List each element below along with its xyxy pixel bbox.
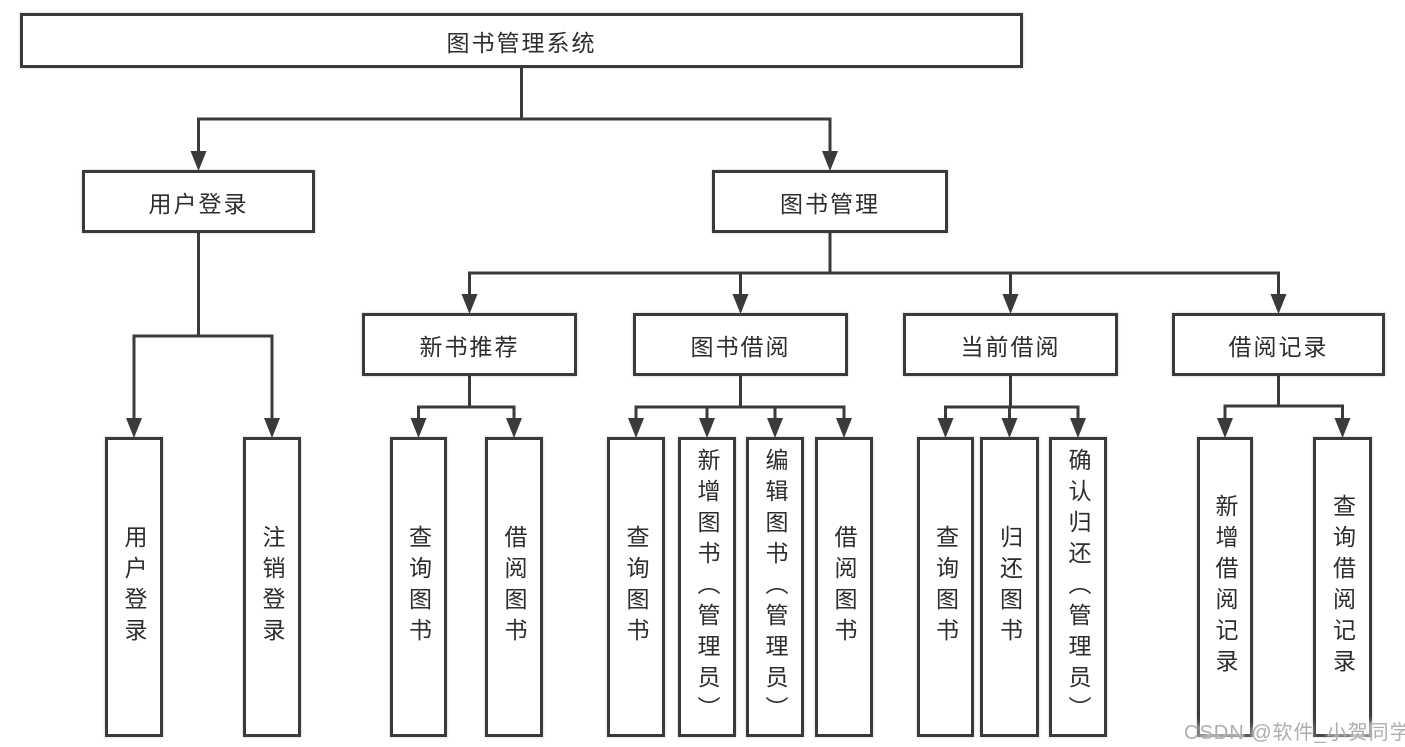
node-leaf-query-book-1: 查询图书 [390,437,447,737]
node-leaf-confirm-return: 确认归还（管理员） [1049,437,1107,737]
node-label-leaf-logout: 注销登录 [259,525,285,649]
node-label-leaf-query-book-2: 查询图书 [623,525,649,649]
arrowhead-icon [506,418,522,438]
arrowhead-icon [1270,294,1287,314]
arrowhead-icon [937,418,954,438]
node-label-leaf-edit-book: 编辑图书（管理员） [762,447,788,727]
node-label-leaf-query-borrow-record: 查询借阅记录 [1329,494,1356,680]
node-leaf-borrow-book-1: 借阅图书 [485,437,543,737]
node-leaf-add-borrow-record: 新增借阅记录 [1197,437,1253,737]
arrowhead-icon [410,418,427,438]
node-leaf-query-borrow-record: 查询借阅记录 [1313,437,1372,737]
node-current-borrow: 当前借阅 [903,313,1118,376]
arrowhead-icon [126,418,142,438]
node-leaf-edit-book: 编辑图书（管理员） [746,437,804,737]
arrowhead-icon [628,418,644,438]
arrowhead-icon [461,294,478,314]
node-label-borrow-record: 借阅记录 [1228,333,1329,360]
node-book-mgmt: 图书管理 [712,170,948,233]
arrowhead-icon [822,151,838,171]
node-new-book-rec: 新书推荐 [362,313,577,376]
node-label-root: 图书管理系统 [446,29,597,56]
node-label-user-login: 用户登录 [148,190,249,217]
node-book-borrow: 图书借阅 [633,313,848,376]
node-leaf-add-book: 新增图书（管理员） [678,437,736,737]
node-leaf-query-book-3: 查询图书 [917,437,974,737]
arrowhead-icon [1217,418,1233,438]
arrowhead-icon [190,151,207,171]
node-label-new-book-rec: 新书推荐 [419,333,520,360]
node-root: 图书管理系统 [20,13,1023,68]
node-label-book-mgmt: 图书管理 [780,190,880,217]
watermark-text: CSDN @软件_小贺同学 [1184,722,1405,744]
node-label-leaf-add-book: 新增图书（管理员） [694,447,720,727]
node-leaf-query-book-2: 查询图书 [607,437,665,737]
node-label-leaf-query-book-1: 查询图书 [405,525,432,649]
arrowhead-icon [699,418,715,438]
node-leaf-user-login: 用户登录 [105,437,163,737]
node-label-leaf-borrow-book-1: 借阅图书 [501,525,527,649]
node-label-leaf-borrow-book-2: 借阅图书 [831,525,857,649]
node-label-leaf-return-book: 归还图书 [996,525,1023,649]
arrowhead-icon [836,418,852,438]
node-label-leaf-user-login: 用户登录 [121,525,147,649]
arrowhead-icon [1002,294,1019,314]
node-label-book-borrow: 图书借阅 [690,333,791,360]
arrowhead-icon [1334,418,1351,438]
node-leaf-borrow-book-2: 借阅图书 [815,437,873,737]
node-label-leaf-add-borrow-record: 新增借阅记录 [1212,494,1238,680]
arrowhead-icon [767,418,783,438]
node-user-login: 用户登录 [82,170,315,233]
node-label-current-borrow: 当前借阅 [960,333,1061,360]
node-label-leaf-confirm-return: 确认归还（管理员） [1065,447,1091,727]
node-borrow-record: 借阅记录 [1172,313,1385,376]
arrowhead-icon [1001,418,1018,438]
arrowhead-icon [1070,418,1086,438]
node-leaf-logout: 注销登录 [243,437,301,737]
node-leaf-return-book: 归还图书 [980,437,1039,737]
arrowhead-icon [732,294,749,314]
node-label-leaf-query-book-3: 查询图书 [932,525,959,649]
arrowhead-icon [264,418,280,438]
